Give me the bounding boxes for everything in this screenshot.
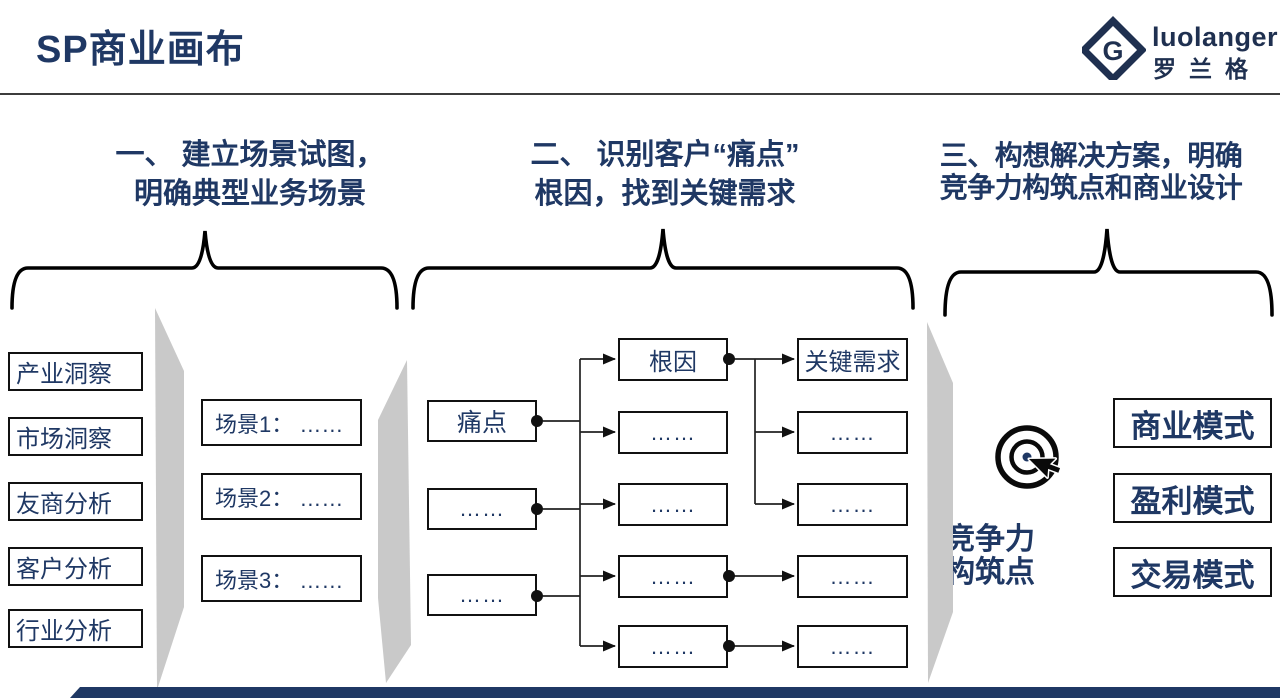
bottom-bar: [70, 687, 1280, 698]
logo-brand-text: luolanger: [1152, 22, 1279, 52]
step-3-header: 三、构想解决方案，明确 竞争力构筑点和商业设计: [898, 140, 1280, 204]
page-title: SP商业画布: [36, 29, 245, 71]
logo-brand-cn-text: 罗兰格: [1153, 56, 1261, 82]
insight-box: 市场洞察: [8, 417, 143, 456]
insight-box: 行业分析: [8, 609, 143, 648]
model-box: 交易模式: [1113, 547, 1272, 597]
brace-step-2: [411, 228, 915, 310]
step-1-line1: 一、 建立场景试图，: [115, 139, 385, 171]
competitiveness-label: 竞争力 构筑点: [922, 523, 1058, 589]
insight-box: 客户分析: [8, 547, 143, 586]
step-2-line1: 二、 识别客户“痛点”: [530, 139, 800, 171]
step-1-line2: 明确典型业务场景: [133, 178, 366, 210]
need-box: 关键需求: [797, 338, 908, 381]
brace-step-3: [943, 228, 1274, 317]
rootcause-box: ……: [618, 411, 728, 454]
competitiveness-line1: 竞争力: [945, 523, 1035, 556]
step-2-header: 二、 识别客户“痛点” 根因，找到关键需求: [485, 136, 845, 214]
scenario-box: 场景3： ……: [201, 555, 362, 602]
logo: G luolanger 罗兰格: [1079, 10, 1278, 84]
stage-divider-shape-3: [927, 322, 953, 683]
step-3-line1: 三、构想解决方案，明确: [939, 140, 1243, 171]
insight-box: 产业洞察: [8, 352, 143, 391]
model-box: 商业模式: [1113, 398, 1272, 448]
need-box: ……: [797, 411, 908, 454]
brace-step-1: [10, 230, 399, 310]
need-box: ……: [797, 483, 908, 526]
rootcause-box: ……: [618, 625, 728, 668]
scenario-box: 场景1： ……: [201, 399, 362, 446]
svg-text:G: G: [1102, 36, 1123, 66]
need-box: ……: [797, 555, 908, 598]
need-box: ……: [797, 625, 908, 668]
pain-box: ……: [427, 574, 537, 616]
logo-diamond-icon: G: [1079, 16, 1147, 84]
stage-divider-shape-1: [155, 308, 184, 690]
header-divider: [0, 93, 1280, 95]
rootcause-box: ……: [618, 555, 728, 598]
rootcause-box: 根因: [618, 338, 728, 381]
step-1-header: 一、 建立场景试图， 明确典型业务场景: [95, 136, 405, 214]
model-box: 盈利模式: [1113, 473, 1272, 523]
pain-box: ……: [427, 488, 537, 530]
scenario-box: 场景2： ……: [201, 473, 362, 520]
cursor-icon: [1027, 457, 1062, 479]
step-3-line2: 竞争力构筑点和商业设计: [939, 172, 1243, 203]
competitiveness-line2: 构筑点: [945, 556, 1035, 589]
pain-box: 痛点: [427, 400, 537, 442]
insight-box: 友商分析: [8, 482, 143, 521]
rootcause-box: ……: [618, 483, 728, 526]
target-icon: [995, 425, 1059, 489]
step-2-line2: 根因，找到关键需求: [534, 178, 796, 210]
stage-divider-shape-2: [378, 360, 411, 683]
